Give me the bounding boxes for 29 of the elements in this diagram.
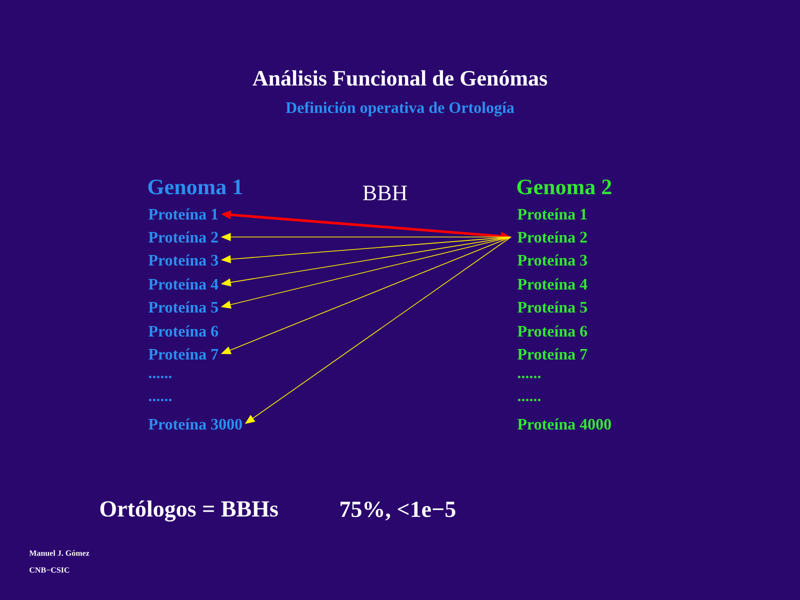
list-item: Proteína 6 [517,325,588,337]
list-item: Proteína 4 [517,278,588,290]
list-item: Proteína 3000 [148,418,242,430]
list-item: Proteína 3 [517,254,587,266]
list-item: Proteína 1 [148,208,218,220]
list-item: ...... [518,376,540,378]
column-heading: Genoma 1 [148,180,242,194]
list-item: Proteína 5 [517,301,587,313]
list-item: Proteína 1 [517,208,587,220]
list-item: Proteína 7 [148,348,218,360]
list-item: Proteína 4000 [517,418,611,430]
title: Análisis Funcional de Genómas [252,70,548,86]
column-heading: Genoma 2 [517,180,612,194]
list-item: Proteína 4 [148,278,218,290]
list-item: Proteína 2 [517,231,587,243]
list-item: Proteína 5 [148,301,218,313]
formula-text: Ortólogos = BBHs [100,500,278,522]
formula-text: 75%, <1e−5 [340,502,456,520]
list-item: ...... [148,376,172,378]
list-item: Proteína 2 [148,231,218,243]
author-name: Manuel J. Gómez [29,550,90,556]
list-item: Proteína 3 [148,254,218,266]
list-item: ...... [148,398,172,402]
annotation-text: BBH [363,186,407,200]
list-item: Proteína 6 [148,325,218,337]
list-item: ...... [518,398,540,402]
institution-name: CNB−CSIC [30,567,70,573]
subtitle: Definición operativa de Ortología [286,102,514,116]
list-item: Proteína 7 [517,348,588,360]
